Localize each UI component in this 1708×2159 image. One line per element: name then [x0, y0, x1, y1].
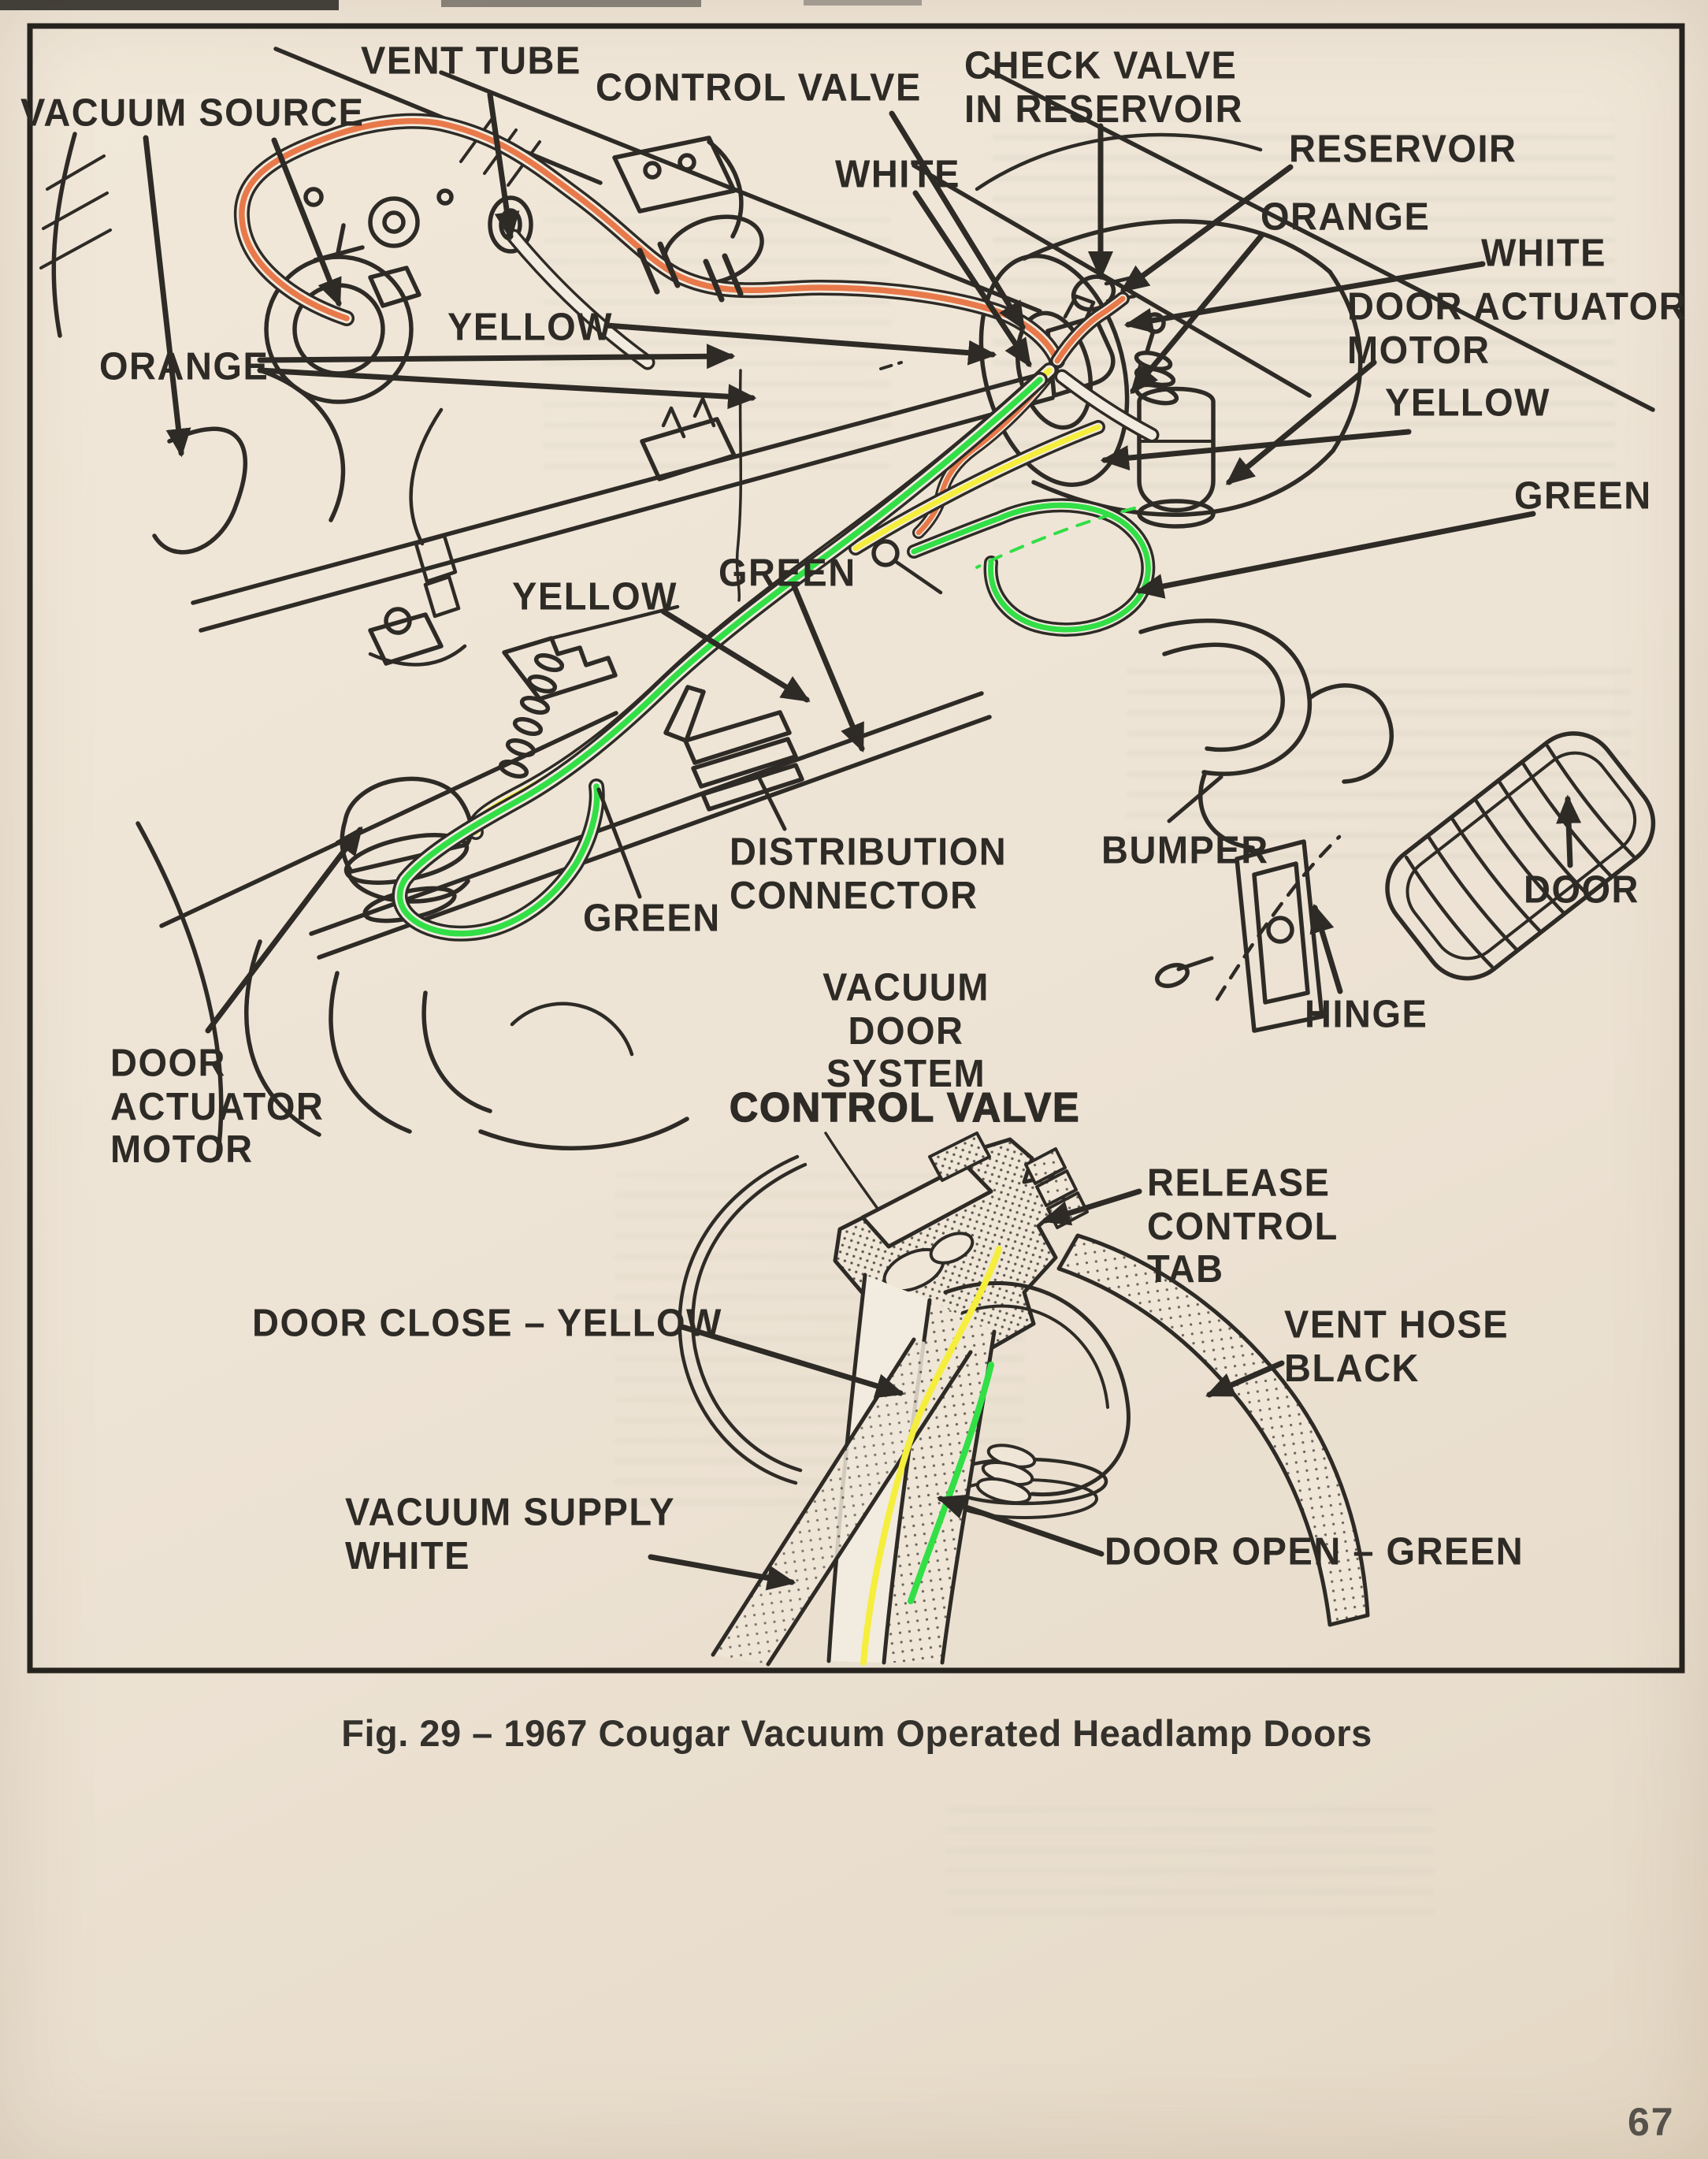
- label-door-close-yellow: DOOR CLOSE – YELLOW: [252, 1300, 722, 1345]
- label-vent-tube: VENT TUBE: [361, 38, 581, 83]
- label-orange-right: ORANGE: [1261, 194, 1431, 239]
- engine-bay-illustration: [39, 46, 1656, 1161]
- label-white-top: WHITE: [835, 151, 960, 196]
- label-orange-left: ORANGE: [99, 344, 269, 388]
- label-bumper: BUMPER: [1101, 827, 1269, 872]
- leader-lines: [143, 91, 1582, 1591]
- label-door-actuator-motor-left: DOOR ACTUATOR MOTOR: [110, 1040, 325, 1171]
- label-green-right: GREEN: [1514, 473, 1652, 518]
- label-release-control-tab: RELEASE CONTROL TAB: [1147, 1160, 1339, 1291]
- hose-green: [392, 372, 1156, 942]
- headlamp-door: [1385, 731, 1656, 981]
- label-vacuum-door-system: VACUUM DOOR SYSTEM: [822, 964, 990, 1095]
- label-green-lower: GREEN: [583, 895, 721, 940]
- label-vacuum-supply-white: VACUUM SUPPLY WHITE: [345, 1489, 676, 1577]
- label-yellow-center: YELLOW: [512, 574, 678, 619]
- label-door-open-green: DOOR OPEN – GREEN: [1105, 1529, 1524, 1574]
- hoses: [233, 113, 1160, 942]
- label-door: DOOR: [1524, 867, 1639, 912]
- label-yellow-right: YELLOW: [1385, 380, 1551, 425]
- label-control-valve-bottom: CONTROL VALVE: [729, 1083, 1081, 1131]
- label-vent-hose-black: VENT HOSE BLACK: [1284, 1302, 1509, 1389]
- label-door-actuator-motor-right: DOOR ACTUATOR MOTOR: [1347, 284, 1688, 371]
- label-vacuum-source: VACUUM SOURCE: [20, 90, 365, 135]
- label-check-valve-in-reservoir: CHECK VALVE IN RESERVOIR: [964, 43, 1244, 130]
- label-white-right: WHITE: [1481, 230, 1606, 275]
- figure-border: [27, 23, 1685, 1674]
- label-hinge: HINGE: [1305, 991, 1428, 1036]
- label-distribution-connector: DISTRIBUTION CONNECTOR: [730, 829, 1008, 916]
- label-yellow-left: YELLOW: [447, 304, 614, 349]
- figure-caption: Fig. 29 – 1967 Cougar Vacuum Operated He…: [341, 1712, 1372, 1754]
- page-number: 67: [1628, 2100, 1675, 2144]
- label-reservoir: RESERVOIR: [1289, 126, 1517, 171]
- label-green-center: GREEN: [718, 550, 856, 595]
- label-control-valve-top: CONTROL VALVE: [596, 65, 922, 110]
